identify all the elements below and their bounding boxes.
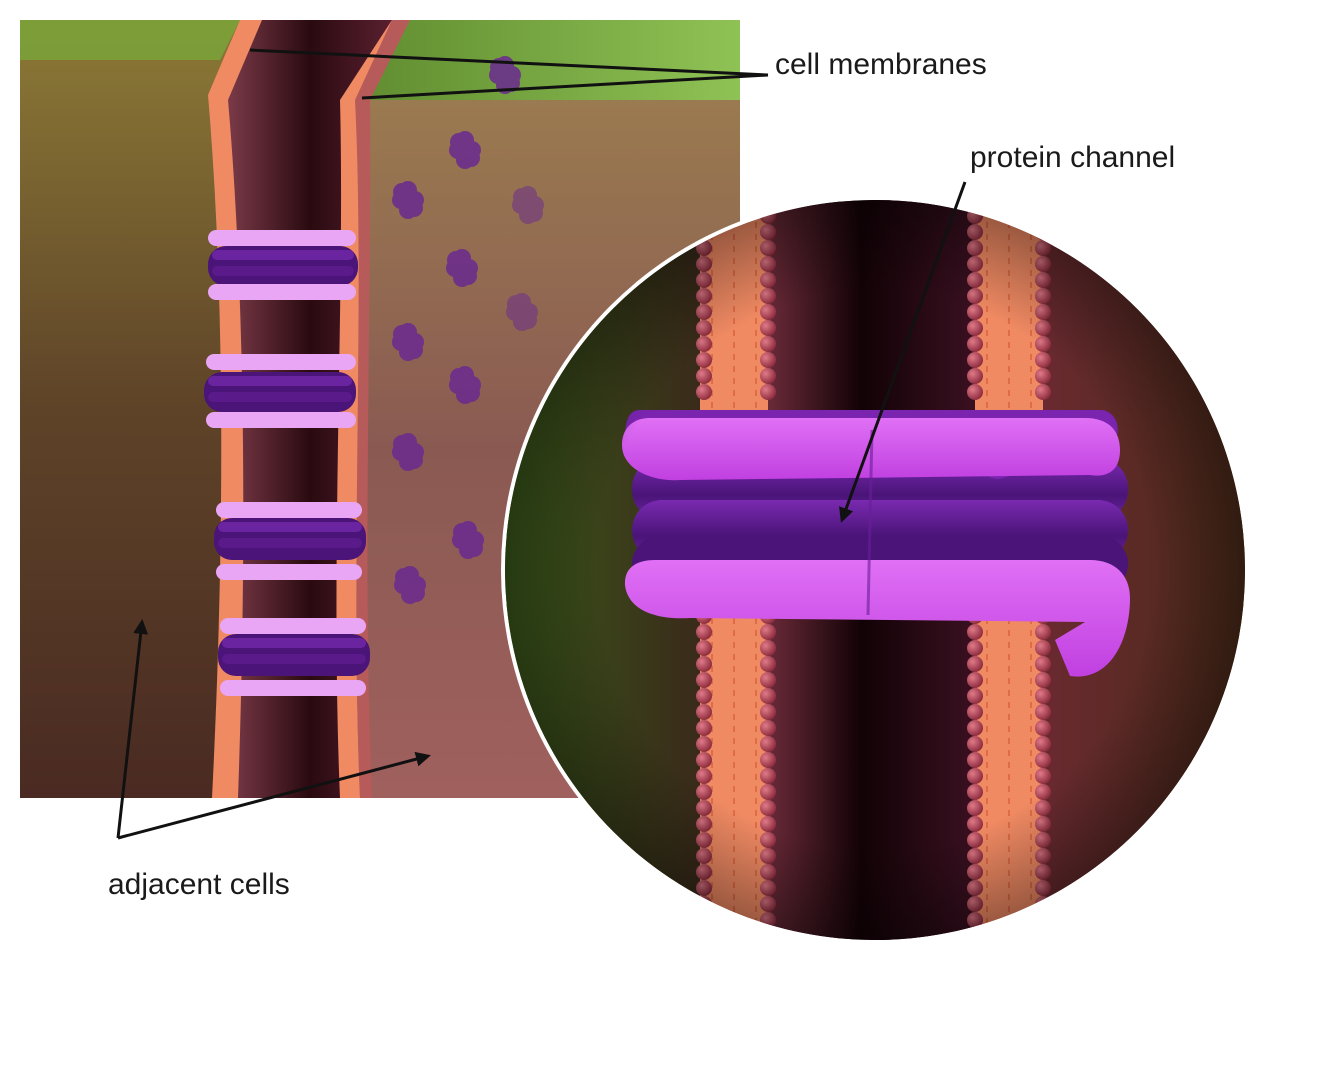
arrow-icon — [249, 48, 769, 77]
connexon-flower — [449, 366, 481, 404]
connexon-stack — [218, 618, 370, 696]
connexon-stack — [214, 502, 366, 580]
adjacent-cells-label: adjacent cells — [108, 868, 290, 901]
annotation-lines — [116, 48, 967, 840]
connexon-flower — [449, 131, 481, 169]
arrow-icon — [361, 73, 769, 100]
zoom-view — [501, 196, 1249, 944]
arrow-icon — [117, 751, 431, 840]
connexon-flower — [392, 433, 424, 471]
connexon-flower — [452, 521, 484, 559]
phospholipid-head — [1035, 912, 1051, 928]
phospholipid-head — [1035, 200, 1051, 208]
connexon-flower-group — [392, 56, 544, 604]
phospholipid-head — [967, 200, 983, 208]
connexon-flower — [394, 566, 426, 604]
top-left-cell — [20, 20, 240, 60]
connexon-stack — [204, 354, 356, 428]
arrow-icon — [116, 619, 149, 839]
phospholipid-head — [760, 200, 776, 208]
phospholipid-head — [696, 928, 712, 940]
connexon-stack — [208, 230, 358, 300]
top-cell — [340, 20, 740, 100]
phospholipid-head — [1035, 928, 1051, 940]
membrane-shadow — [355, 20, 410, 798]
phospholipid-head — [696, 912, 712, 928]
protein-channel-label: protein channel — [970, 141, 1176, 174]
cell-membranes-label: cell membranes — [775, 48, 987, 81]
connexon-flower — [506, 293, 538, 331]
arrow-icon — [839, 181, 967, 523]
connexon-flower — [392, 181, 424, 219]
phospholipid-head — [1035, 208, 1051, 224]
connexon-flower — [512, 186, 544, 224]
phospholipid-head — [760, 928, 776, 940]
connexon-flower — [446, 249, 478, 287]
connexon-flower — [392, 323, 424, 361]
